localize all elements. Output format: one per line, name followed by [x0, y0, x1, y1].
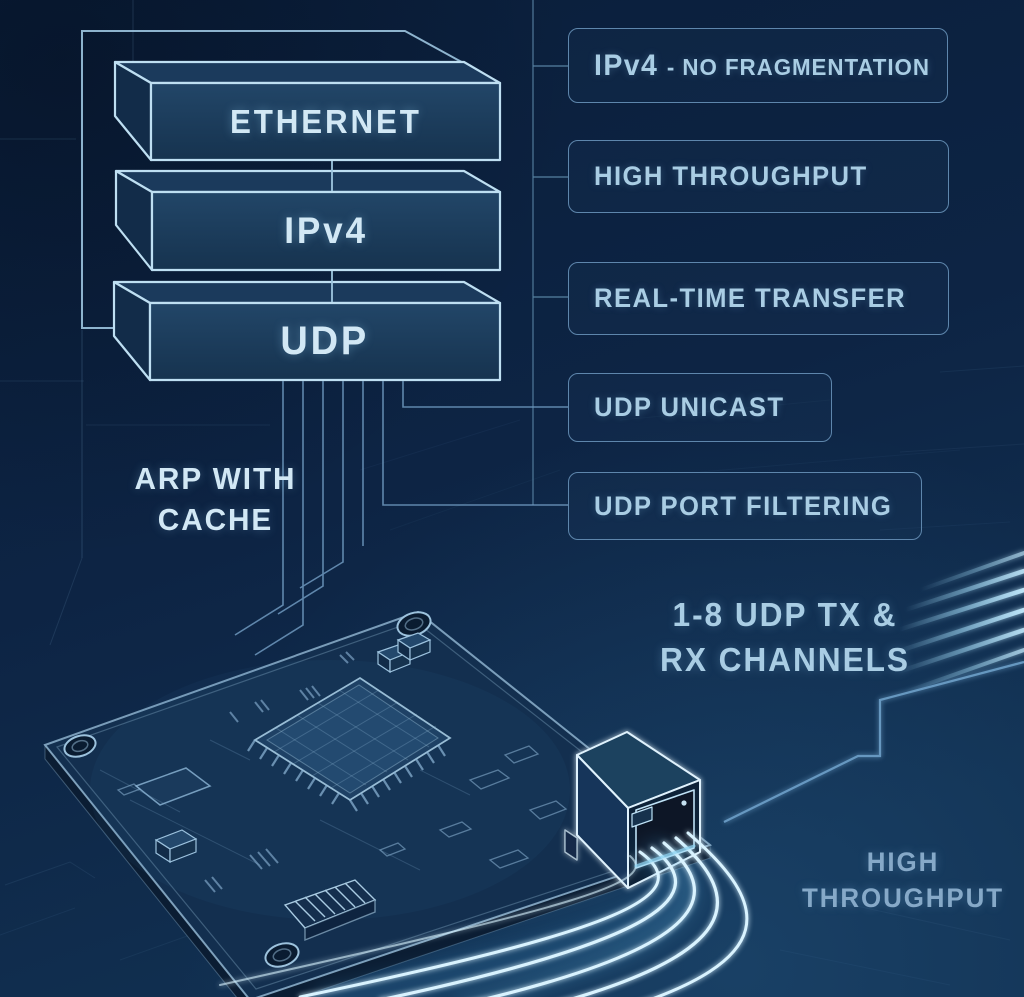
stack-block-ipv4 — [114, 169, 502, 272]
circuit-board-illustration — [43, 610, 713, 997]
stack-block-ethernet — [113, 60, 502, 162]
feature-box-label: REAL-TIME TRANSFER — [594, 283, 907, 313]
stack-label-ethernet: ETHERNET — [151, 83, 500, 160]
throughput-label-line1: HIGH — [866, 847, 940, 877]
stack-block-udp — [112, 280, 502, 382]
board-components — [99, 632, 568, 942]
rj45-connector-3d — [564, 731, 701, 889]
glow-trails — [219, 831, 749, 997]
stack-label-ipv4: IPv4 — [152, 192, 500, 270]
udp-channels-label: 1-8 UDP TX & RX CHANNELS — [635, 592, 935, 682]
bracket-connector-line — [81, 0, 534, 505]
feature-box-label: UDP PORT FILTERING — [594, 490, 893, 521]
feature-box-label: HIGH THROUGHPUT — [594, 161, 868, 191]
stack-label-ethernet-text: ETHERNET — [229, 102, 422, 140]
feature-label-main: IPv4 — [594, 48, 659, 82]
throughput-label-line2: THROUGHPUT — [801, 883, 1005, 913]
feature-box-udp-port-filtering: UDP PORT FILTERING — [568, 472, 922, 540]
feature-label-sub: - NO FRAGMENTATION — [666, 53, 930, 80]
arp-label-line2: CACHE — [157, 502, 274, 537]
udp-drop-lines — [234, 381, 568, 656]
stack-label-udp: UDP — [150, 303, 500, 380]
feature-connector-lines — [533, 65, 568, 298]
protocol-stack-3d — [112, 60, 502, 382]
channel-glow-lines — [893, 551, 1024, 694]
step-circuit-trace — [723, 660, 1024, 823]
cpu-chip — [247, 676, 452, 812]
channels-label-line1: 1-8 UDP TX & — [672, 596, 898, 633]
mounting-holes — [63, 611, 432, 968]
channels-label-line2: RX CHANNELS — [660, 641, 910, 678]
stack-label-ipv4-text: IPv4 — [284, 210, 368, 251]
feature-box-high-throughput: HIGH THROUGHPUT — [568, 140, 949, 213]
feature-box-label: UDP UNICAST — [594, 392, 785, 422]
feature-box-label: IPv4 - NO FRAGMENTATION — [594, 49, 930, 83]
high-throughput-label: HIGH THROUGHPUT — [788, 844, 1018, 916]
feature-box-real-time-transfer: REAL-TIME TRANSFER — [568, 262, 949, 335]
feature-box-ipv4-no-fragmentation: IPv4 - NO FRAGMENTATION — [568, 28, 948, 103]
arp-label-line1: ARP WITH — [134, 461, 297, 496]
arp-with-cache-label: ARP WITH CACHE — [88, 458, 343, 540]
stack-label-udp-text: UDP — [280, 319, 370, 363]
feature-box-udp-unicast: UDP UNICAST — [568, 373, 832, 442]
